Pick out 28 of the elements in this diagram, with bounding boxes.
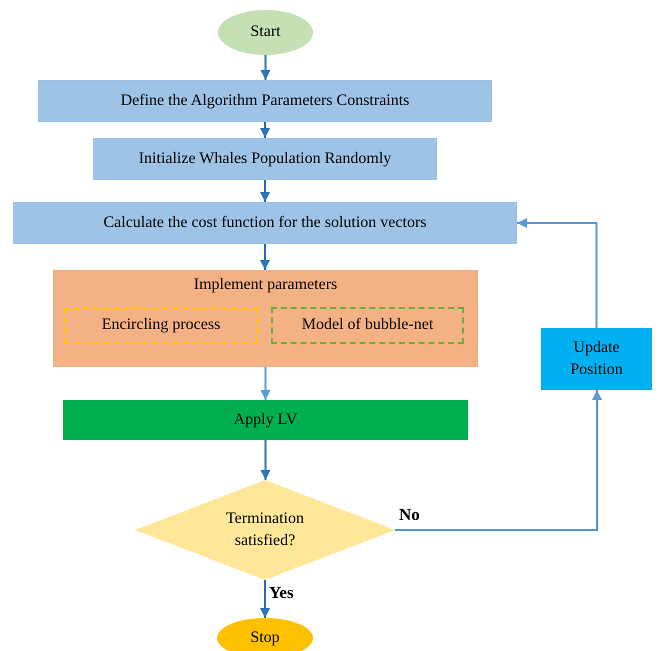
dashed-box xyxy=(271,307,464,344)
dashed-box xyxy=(64,307,258,344)
node-text: Calculate the cost function for the solution vectors xyxy=(103,212,427,233)
arrow xyxy=(260,122,270,138)
process-box xyxy=(93,138,437,180)
arrow xyxy=(260,580,270,618)
process-box xyxy=(13,202,517,244)
node-text: Termination satisfied? xyxy=(225,508,305,551)
process-group-box xyxy=(53,270,478,367)
node-text: Initialize Whales Population Randomly xyxy=(138,148,392,169)
node-text: Encircling process xyxy=(102,315,220,336)
arrow xyxy=(517,218,598,328)
node-text: Define the Algorithm Parameters Constraints xyxy=(120,90,410,111)
arrow xyxy=(260,55,270,80)
process-box xyxy=(63,400,468,440)
process-box xyxy=(38,80,492,122)
node-text: Stop xyxy=(250,628,280,648)
arrow xyxy=(260,440,270,480)
process-box xyxy=(541,328,652,390)
arrow xyxy=(260,367,270,400)
node-text: Start xyxy=(250,22,281,42)
node-text: Model of bubble-net xyxy=(302,315,434,336)
node-text: Apply LV xyxy=(234,410,298,430)
node-text: Update Position xyxy=(569,338,624,380)
arrow xyxy=(260,244,270,270)
arrow xyxy=(395,390,602,531)
node-text: Implement parameters xyxy=(194,275,338,295)
arrow xyxy=(260,180,270,202)
